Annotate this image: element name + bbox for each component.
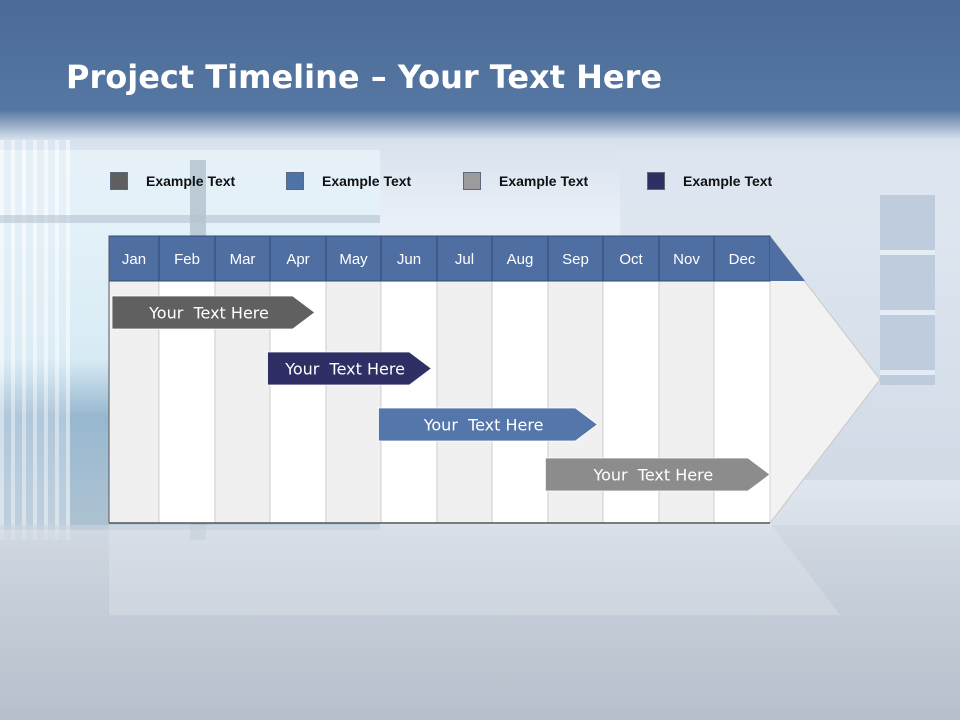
month-label: Jan xyxy=(122,251,146,268)
month-label: Sep xyxy=(562,251,589,268)
month-label: Jun xyxy=(397,251,421,268)
month-label: Jul xyxy=(455,251,474,268)
month-column xyxy=(380,280,438,524)
month-label: Oct xyxy=(619,251,643,268)
month-header-cell xyxy=(269,235,327,282)
month-header-cell xyxy=(713,235,771,282)
slide-title: Project Timeline – Your Text Here xyxy=(66,58,662,106)
task-arrow xyxy=(378,407,599,442)
background-shelf xyxy=(880,195,935,385)
legend-item: Example Text xyxy=(286,170,411,192)
month-column xyxy=(436,280,493,524)
legend-label: Example Text xyxy=(322,173,412,189)
month-header-cell xyxy=(602,235,660,282)
month-label: Dec xyxy=(729,251,756,268)
task-label: Your Text Here xyxy=(148,304,269,323)
month-label: Mar xyxy=(230,251,256,268)
month-header-cell xyxy=(108,235,160,282)
timeline-reflection xyxy=(109,523,840,615)
background-window-frame xyxy=(0,215,380,223)
legend-item: Example Text xyxy=(463,170,588,192)
legend-swatch xyxy=(463,172,481,190)
month-header-cell xyxy=(214,235,271,282)
task-label: Your Text Here xyxy=(592,466,713,485)
month-label: May xyxy=(339,251,368,268)
legend-swatch xyxy=(647,172,665,190)
slide-title-bold: Project Timeline xyxy=(66,58,360,96)
legend-label: Example Text xyxy=(683,173,773,189)
month-column xyxy=(491,280,549,524)
month-label: Aug xyxy=(507,251,534,268)
month-header-cell xyxy=(491,235,549,282)
background-curtain xyxy=(0,140,70,540)
legend-swatch xyxy=(286,172,304,190)
background-floor xyxy=(0,525,960,720)
month-header-cell xyxy=(658,235,715,282)
legend-swatch xyxy=(110,172,128,190)
legend-label: Example Text xyxy=(146,173,236,189)
month-header-cell xyxy=(158,235,216,282)
month-header-cell xyxy=(380,235,438,282)
month-label: Nov xyxy=(673,251,700,268)
task-label: Your Text Here xyxy=(284,360,405,379)
slide-title-rest: – Your Text Here xyxy=(359,58,663,96)
legend-item: Example Text xyxy=(647,170,772,192)
task-label: Your Text Here xyxy=(423,416,544,435)
month-header-cell xyxy=(547,235,604,282)
legend-item: Example Text xyxy=(110,170,235,192)
month-label: Feb xyxy=(174,251,200,268)
legend-label: Example Text xyxy=(499,173,589,189)
header-arrow-cap xyxy=(770,236,805,281)
task-arrow xyxy=(267,351,433,386)
month-column xyxy=(325,280,382,524)
month-header-cell xyxy=(436,235,493,282)
month-label: Apr xyxy=(286,251,309,268)
task-arrow xyxy=(545,457,771,492)
task-arrow xyxy=(111,295,316,330)
